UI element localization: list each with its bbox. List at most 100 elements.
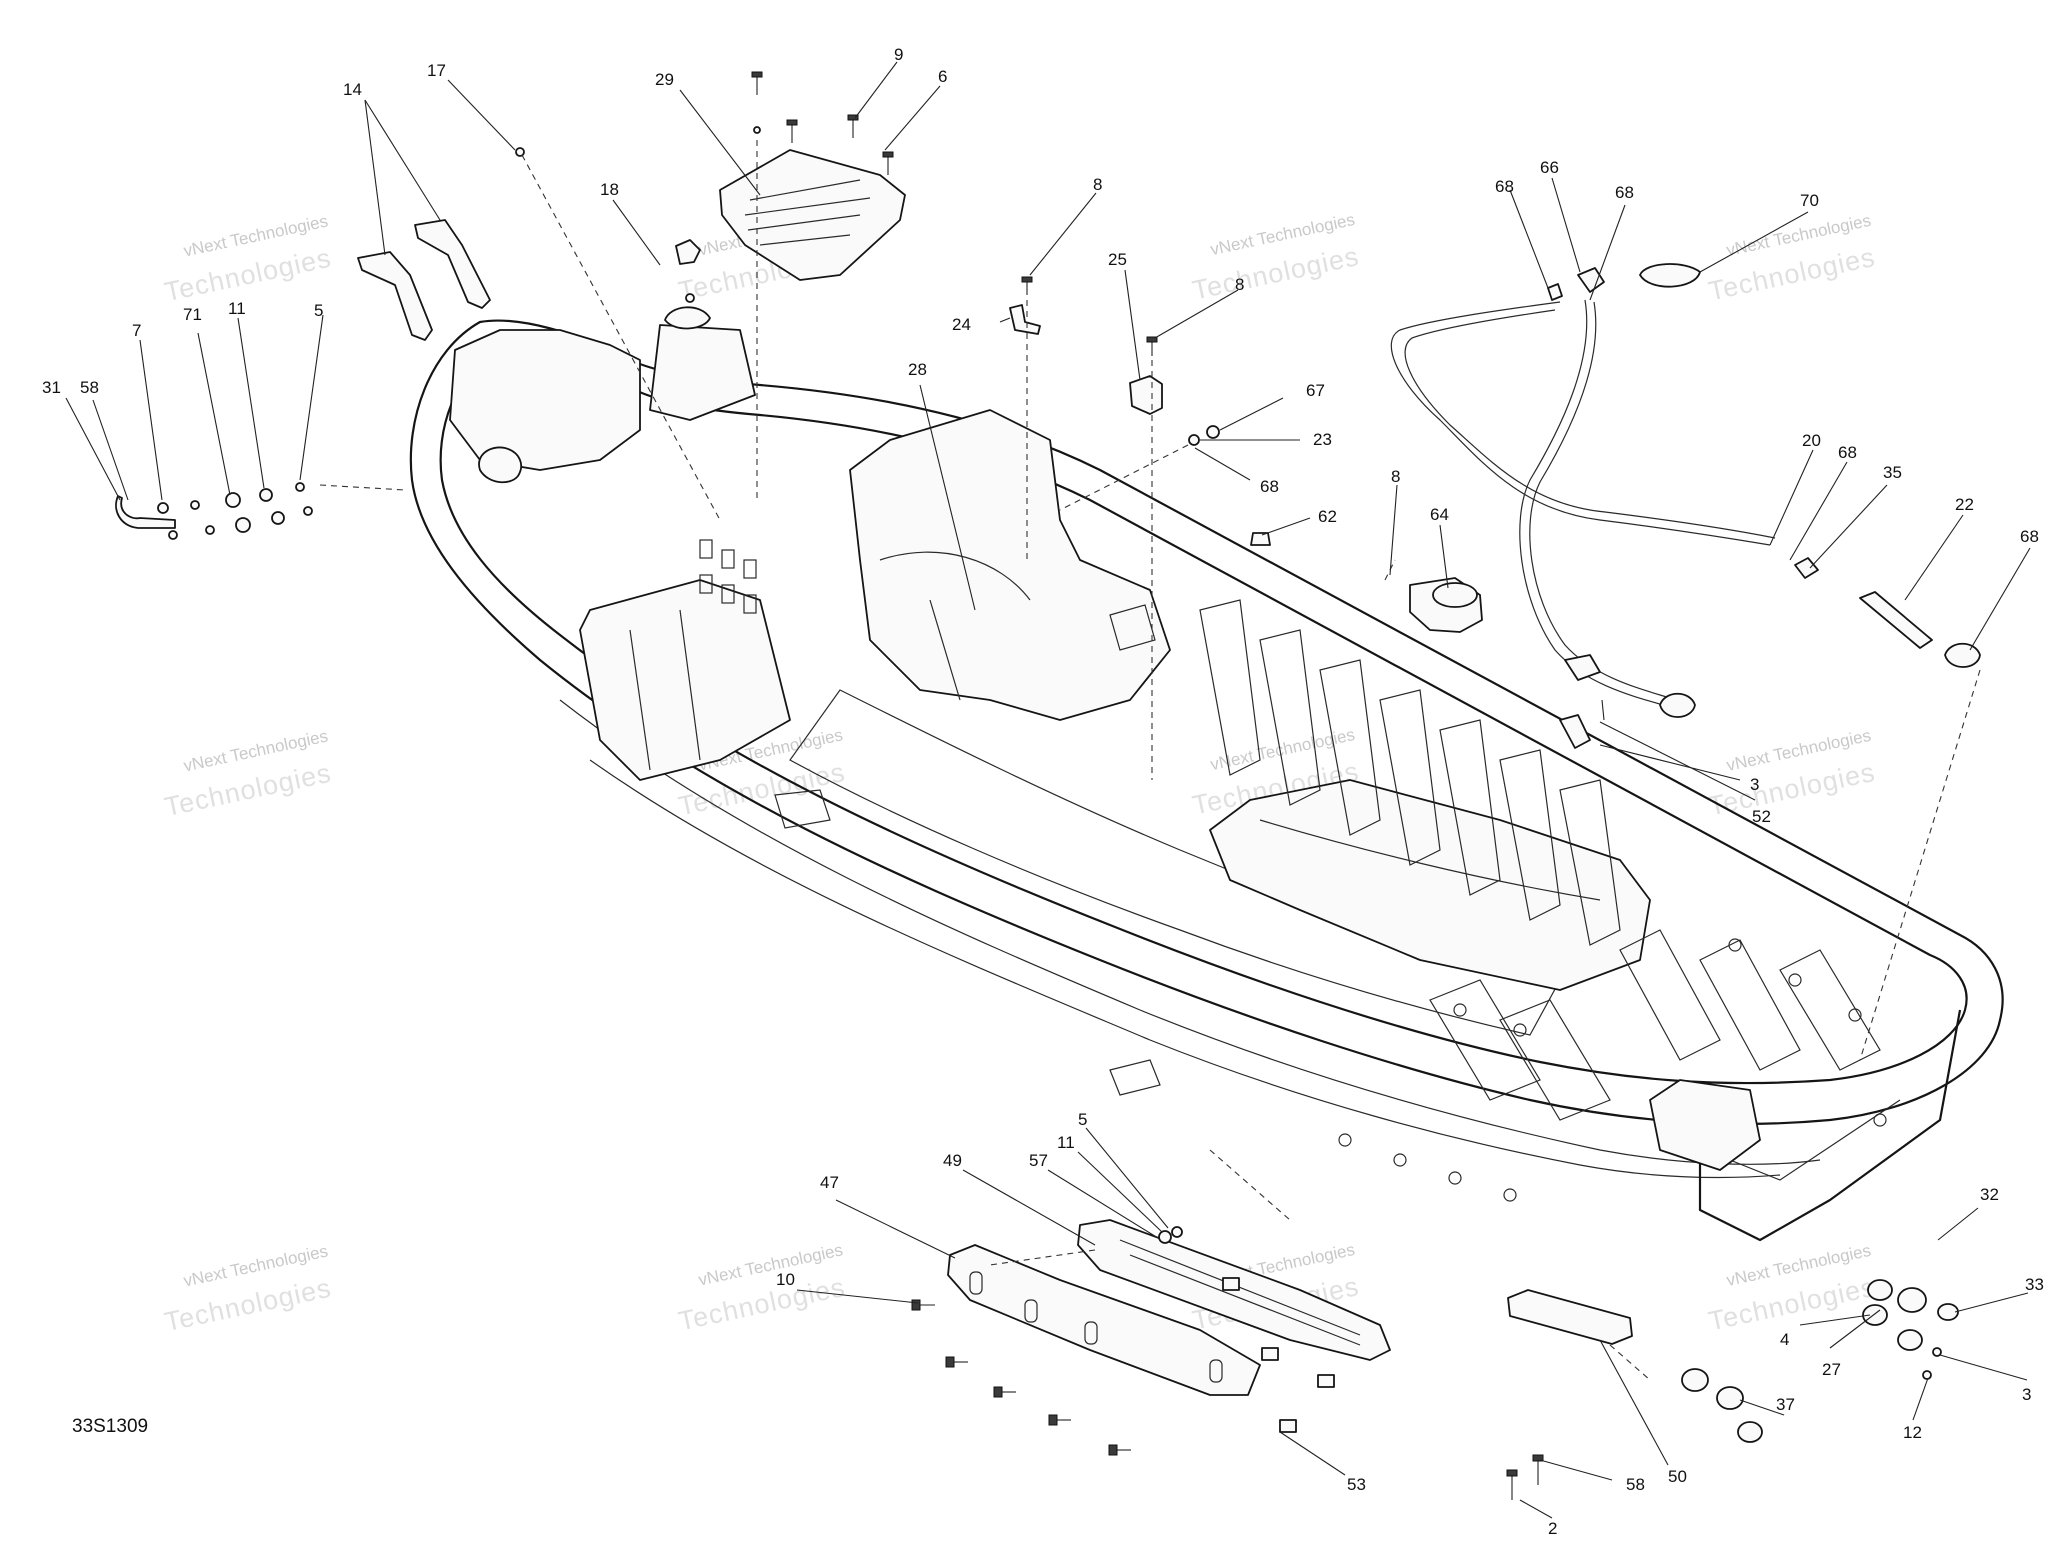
grab-bracket-29: [719, 149, 906, 281]
callout-58: 58: [1626, 1475, 1645, 1494]
callout-52: 52: [1752, 807, 1771, 826]
watermark: vNext Technologies Technologies: [1706, 211, 1878, 307]
drawing-code: 33S1309: [72, 1416, 148, 1437]
drain-plug-52: [1559, 714, 1591, 749]
bilge-hose-down-2: [1529, 301, 1683, 703]
callout-11: 11: [1057, 1133, 1075, 1152]
washer-23: [1188, 434, 1200, 446]
transom: [1698, 1009, 1962, 1242]
u-bolt-31: [115, 495, 176, 529]
fitting-35: [1794, 557, 1819, 579]
watermark: vNext Technologies Technologies: [676, 1240, 848, 1336]
watermark: vNext Technologies Technologies: [1706, 1241, 1878, 1337]
hose-clamp-70: [1639, 263, 1701, 288]
callout-23: 23: [1313, 430, 1332, 449]
loose-parts: [115, 71, 1981, 1500]
callout-18: 18: [600, 180, 619, 199]
callout-27: 27: [1822, 1360, 1841, 1379]
bilge-hose-loop-2: [1404, 309, 1776, 539]
drain-plug-33: [1897, 1287, 1927, 1313]
bilge-hose-down: [1519, 299, 1681, 711]
watermark: vNext Technologies Technologies: [1706, 726, 1878, 822]
callout-4: 4: [1780, 1330, 1789, 1349]
grab-handle-right: [414, 219, 491, 309]
callout-17: 17: [427, 61, 446, 80]
callout-47: 47: [820, 1173, 839, 1192]
callout-8: 8: [1235, 275, 1244, 294]
drain-cap-33: [1937, 1303, 1959, 1321]
callout-31: 31: [42, 378, 61, 397]
callout-8: 8: [1093, 175, 1102, 194]
callout-28: 28: [908, 360, 927, 379]
front-storage-tower: [449, 329, 641, 471]
callout-68: 68: [1838, 443, 1857, 462]
callout-11: 11: [228, 299, 246, 318]
callout-57: 57: [1029, 1151, 1048, 1170]
filler-cap: [664, 306, 711, 330]
callout-33: 33: [2025, 1275, 2044, 1294]
callout-35: 35: [1883, 463, 1902, 482]
nut-18-lower: [685, 293, 695, 303]
callout-29: 29: [655, 70, 674, 89]
watermark: vNext Technologies Technologies: [162, 726, 334, 822]
screws-bottom: [911, 1226, 1942, 1500]
outlet-fitting-68: [1944, 642, 1981, 668]
reboarding-step-50: [1507, 1289, 1633, 1345]
hull-bottom-edge: [589, 759, 1781, 1179]
hull-body: [409, 306, 2004, 1242]
callout-3: 3: [1750, 775, 1759, 794]
callout-32: 32: [1980, 1185, 1999, 1204]
callout-25: 25: [1108, 250, 1127, 269]
callout-14: 14: [343, 80, 362, 99]
nut-18: [675, 239, 701, 265]
deck-rim: [439, 341, 1968, 1085]
elbow-fitting-66: [1577, 267, 1605, 293]
leader-lines: [65, 61, 2031, 1519]
rear-storage-block: [1649, 1079, 1761, 1171]
callout-68: 68: [1615, 183, 1634, 202]
grab-handle-left: [357, 251, 433, 341]
rail-slots: [969, 1271, 1223, 1383]
watermark: vNext Technologies Technologies: [1190, 210, 1362, 306]
drain-plug-37c: [1737, 1421, 1763, 1443]
callout-50: 50: [1668, 1467, 1687, 1486]
seat-pedestal: [849, 409, 1171, 721]
deck-pad: [774, 789, 831, 829]
fuel-filler-neck: [478, 446, 522, 484]
bow-cap: [649, 324, 756, 421]
bolt-bosses: [1338, 938, 1887, 1202]
watermark: vNext Technologies Technologies: [162, 211, 334, 307]
callout-24: 24: [952, 315, 971, 334]
bracket-25: [1129, 375, 1163, 415]
chine-line: [559, 699, 1821, 1165]
watermarks: vNext Technologies Technologies vNext Te…: [162, 210, 1878, 1337]
deck-pad: [1109, 604, 1156, 651]
bilge-hose-loop: [1390, 301, 1771, 546]
callout-22: 22: [1955, 495, 1974, 514]
callout-37: 37: [1776, 1395, 1795, 1414]
callout-68: 68: [2020, 527, 2039, 546]
seat-pedestal-contour: [879, 551, 1031, 701]
drain-plug-32: [1867, 1279, 1893, 1301]
hose-clamp-68: [1547, 283, 1563, 301]
callout-66: 66: [1540, 158, 1559, 177]
floor-vents: [699, 539, 757, 614]
callout-68: 68: [1495, 177, 1514, 196]
screw-52: [1601, 699, 1605, 721]
fastener-stack-left: [115, 482, 313, 540]
plug-62: [1250, 532, 1271, 546]
hose-22: [1859, 591, 1933, 649]
callout-20: 20: [1802, 431, 1821, 450]
watermark: vNext Technologies Technologies: [162, 1241, 334, 1337]
callout-12: 12: [1903, 1423, 1922, 1442]
side-rail-47: [947, 1244, 1261, 1396]
callout-5: 5: [1078, 1110, 1087, 1129]
plug-4: [1862, 1304, 1888, 1326]
callouts: 14 17 29 9 6 18 8 24 25 8 28 67 23 68 62…: [42, 45, 2044, 1538]
hose-outlet-fitting: [1659, 692, 1696, 718]
washer-67: [1206, 425, 1220, 439]
callout-58: 58: [80, 378, 99, 397]
callout-68: 68: [1260, 477, 1279, 496]
callout-49: 49: [943, 1151, 962, 1170]
